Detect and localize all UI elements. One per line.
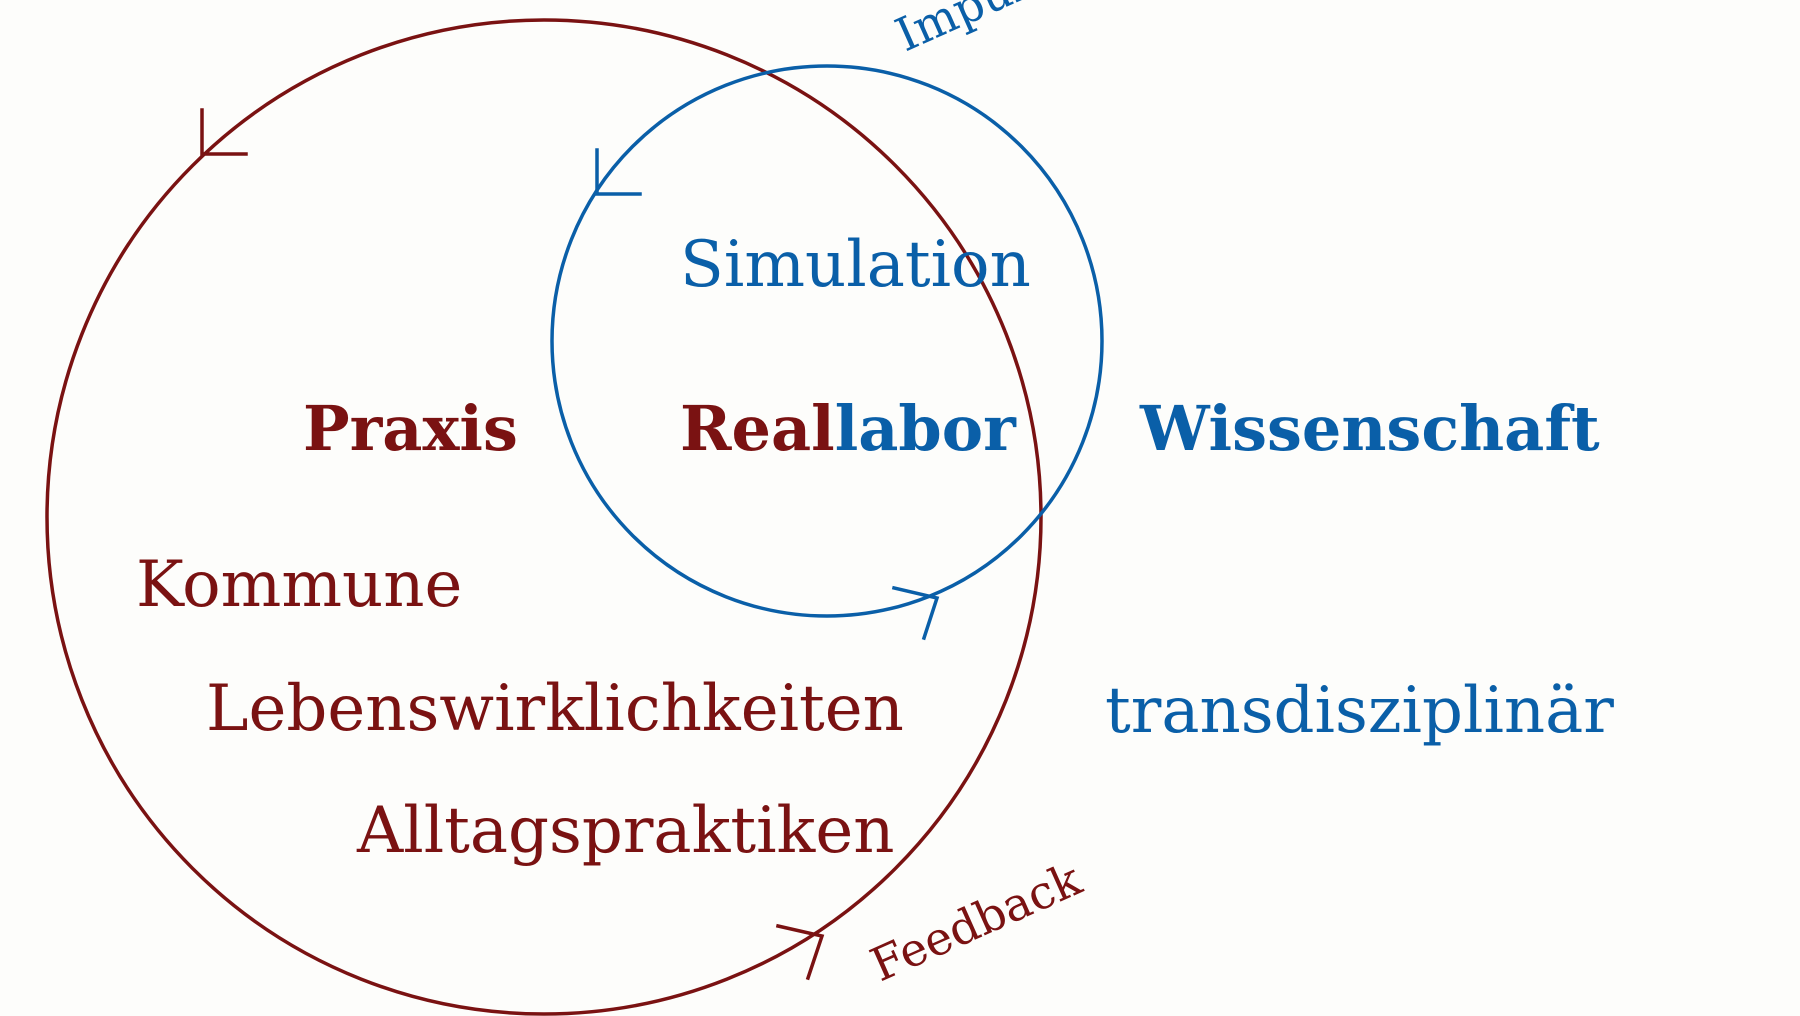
wissenschaft-heading: Wissenschaft (1139, 392, 1600, 465)
praxis-circle (45, 18, 1043, 1016)
wissenschaft-cycle-arrow-lower-icon (891, 585, 940, 641)
alltagspraktiken-label: Alltagspraktiken (356, 794, 894, 868)
praxis-cycle-arrow-lower-icon (775, 923, 825, 981)
simulation-label: Simulation (680, 228, 1031, 302)
praxis-cycle-arrow-upper-icon (200, 108, 248, 156)
wissenschaft-circle (550, 64, 1104, 618)
reallabor-part-labor: labor (835, 392, 1017, 465)
kommune-label: Kommune (136, 548, 462, 622)
lebenswirklichkeiten-label: Lebenswirklichkeiten (206, 672, 904, 746)
reallabor-heading: Reallabor (680, 392, 1017, 465)
praxis-heading: Praxis (303, 392, 518, 465)
transdisziplinaer-label: transdisziplinär (1105, 674, 1614, 748)
reallabor-part-real: Real (680, 392, 835, 465)
wissenschaft-cycle-arrow-upper-icon (595, 148, 642, 196)
